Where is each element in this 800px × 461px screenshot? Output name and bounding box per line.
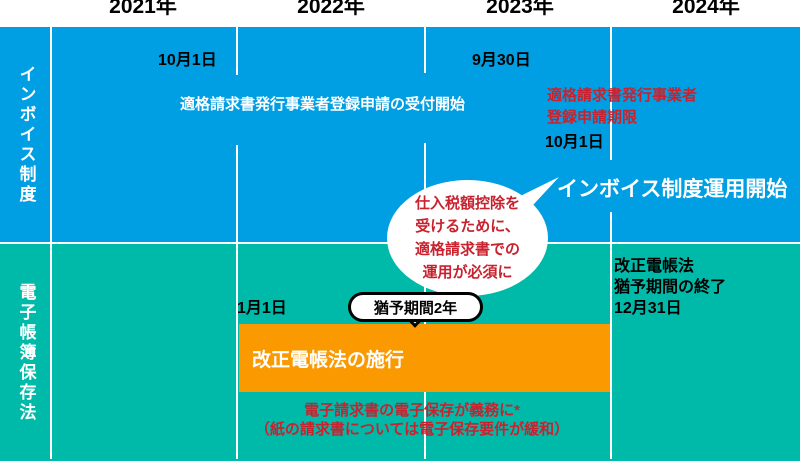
row-label-invoice-system: インボイス制度 [16, 64, 36, 205]
year-label-2024: 2024年 [672, 0, 740, 18]
speech-bubble-line4: 運用が必須に [422, 264, 513, 281]
year-gridline-2023-top [424, 27, 426, 73]
registration-deadline-text: 適格請求書発行事業者 登録申請期限 [547, 85, 697, 129]
speech-bubble-text: 仕入税額控除を 受けるために、 適格請求書での 運用が必須に [387, 192, 548, 284]
date-label-registration-start: 10月1日 [158, 52, 217, 69]
dencho-grace-end-text: 改正電帳法 猶予期間の終了 12月31日 [614, 256, 726, 319]
dencho-enforcement-bar: 改正電帳法の施行 [239, 324, 610, 392]
dencho-enforcement-bar-label: 改正電帳法の施行 [252, 349, 405, 371]
speech-bubble [387, 180, 548, 296]
grace-period-pill: 猶予期間2年 [348, 292, 483, 322]
year-gridline-2024 [610, 212, 612, 459]
year-label-2023: 2023年 [486, 0, 554, 18]
speech-bubble-line2: 受けるために、 [415, 218, 520, 235]
year-gridline-2022-top [236, 27, 238, 75]
year-gridline-2024-top [610, 27, 612, 160]
row-label-dencho-law: 電子帳簿保存法 [16, 282, 36, 423]
year-gridline-2022 [236, 145, 238, 459]
registration-start-text: 適格請求書発行事業者登録申請の受付開始 [180, 96, 466, 113]
year-label-2022: 2022年 [297, 0, 365, 18]
dencho-grace-end-line1: 改正電帳法 [614, 258, 695, 275]
year-label-2021: 2021年 [109, 0, 177, 18]
dencho-note-line2: （紙の請求書については電子保存要件が緩和） [254, 421, 570, 438]
speech-bubble-line3: 適格請求書での [414, 241, 520, 258]
registration-deadline-text-line1: 適格請求書発行事業者 [547, 87, 698, 104]
date-label-dencho-start: 1月1日 [237, 300, 287, 317]
dencho-note-text: 電子請求書の電子保存が義務に* （紙の請求書については電子保存要件が緩和） [212, 401, 612, 439]
dencho-note-line1: 電子請求書の電子保存が義務に* [304, 402, 520, 419]
speech-bubble-line1: 仕入税額控除を [414, 195, 520, 212]
label-column-divider-line [50, 27, 52, 459]
dencho-grace-end-line2: 猶予期間の終了 [614, 279, 727, 296]
date-label-system-launch: 10月1日 [545, 134, 604, 151]
date-label-registration-deadline: 9月30日 [472, 52, 531, 69]
registration-deadline-text-line2: 登録申請期限 [547, 109, 638, 126]
system-launch-text: インボイス制度運用開始 [557, 178, 788, 201]
date-label-dencho-end: 12月31日 [614, 300, 682, 317]
